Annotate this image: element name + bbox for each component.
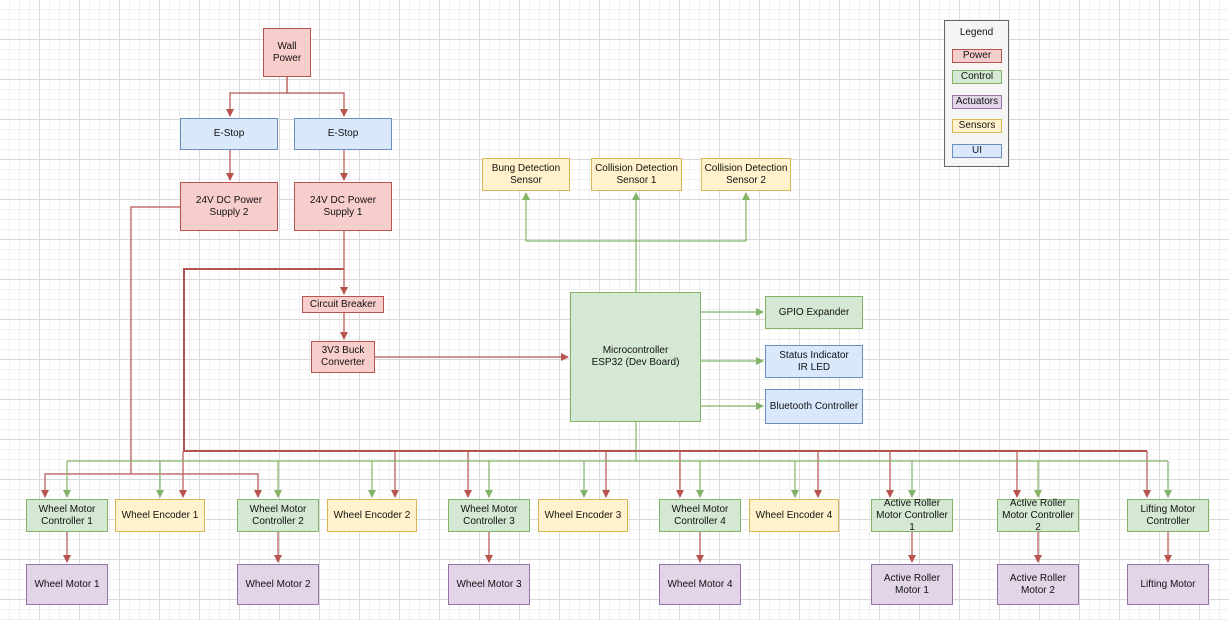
active-roller-controller-2-node: Active Roller Motor Controller 2 [997, 498, 1079, 533]
buck-converter-node: 3V3 Buck Converter [311, 341, 375, 373]
legend-item-sensors: Sensors [952, 119, 1002, 133]
wheel-encoder-1-node: Wheel Encoder 1 [115, 499, 205, 532]
legend-item-actuators: Actuators [952, 95, 1002, 109]
power-supply-1-node: 24V DC Power Supply 1 [294, 182, 392, 231]
wheel-motor-2-node: Wheel Motor 2 [237, 564, 319, 605]
wheel-motor-3-node: Wheel Motor 3 [448, 564, 530, 605]
bung-detection-sensor-node: Bung Detection Sensor [482, 158, 570, 191]
control-wires [63, 192, 1172, 498]
wheel-motor-controller-1-node: Wheel Motor Controller 1 [26, 499, 108, 532]
wheel-motor-1-node: Wheel Motor 1 [26, 564, 108, 605]
legend-item-ui: UI [952, 144, 1002, 158]
wheel-motor-controller-2-node: Wheel Motor Controller 2 [237, 499, 319, 532]
wheel-motor-controller-3-node: Wheel Motor Controller 3 [448, 499, 530, 532]
bluetooth-controller-node: Bluetooth Controller [765, 389, 863, 424]
wire-wall-to-estop-left [226, 77, 288, 117]
circuit-breaker-node: Circuit Breaker [302, 296, 384, 313]
collision-sensor-2-node: Collision Detection Sensor 2 [701, 158, 791, 191]
lifting-motor-node: Lifting Motor [1127, 564, 1209, 605]
wire-wall-to-estop-right [286, 77, 348, 117]
legend-item-control: Control [952, 70, 1002, 84]
status-indicator-node: Status Indicator IR LED [765, 345, 863, 378]
lifting-motor-controller-node: Lifting Motor Controller [1127, 499, 1209, 532]
legend-title: Legend [959, 27, 994, 38]
wire-psu2-to-wmc1 [41, 473, 131, 498]
wheel-encoder-3-node: Wheel Encoder 3 [538, 499, 628, 532]
active-roller-motor-1-node: Active Roller Motor 1 [871, 564, 953, 605]
legend-item-power: Power [952, 49, 1002, 63]
wall-power-node: Wall Power [263, 28, 311, 77]
power-bus [183, 268, 1147, 452]
wheel-motor-4-node: Wheel Motor 4 [659, 564, 741, 605]
wire-psu2-to-wmc2 [131, 473, 262, 498]
collision-sensor-1-node: Collision Detection Sensor 1 [591, 158, 682, 191]
estop-right-node: E-Stop [294, 118, 392, 150]
gpio-expander-node: GPIO Expander [765, 296, 863, 329]
estop-left-node: E-Stop [180, 118, 278, 150]
power-supply-2-node: 24V DC Power Supply 2 [180, 182, 278, 231]
active-roller-controller-1-node: Active Roller Motor Controller 1 [871, 498, 953, 533]
microcontroller-node: Microcontroller ESP32 (Dev Board) [570, 292, 701, 422]
wheel-encoder-2-node: Wheel Encoder 2 [327, 499, 417, 532]
power-wires [41, 77, 1172, 563]
legend: Legend Power Control Actuators Sensors U… [944, 20, 1009, 167]
wheel-encoder-4-node: Wheel Encoder 4 [749, 499, 839, 532]
active-roller-motor-2-node: Active Roller Motor 2 [997, 564, 1079, 605]
wheel-motor-controller-4-node: Wheel Motor Controller 4 [659, 499, 741, 532]
wire-psu2-trunk [130, 206, 180, 474]
power-bus-main [183, 268, 1147, 452]
